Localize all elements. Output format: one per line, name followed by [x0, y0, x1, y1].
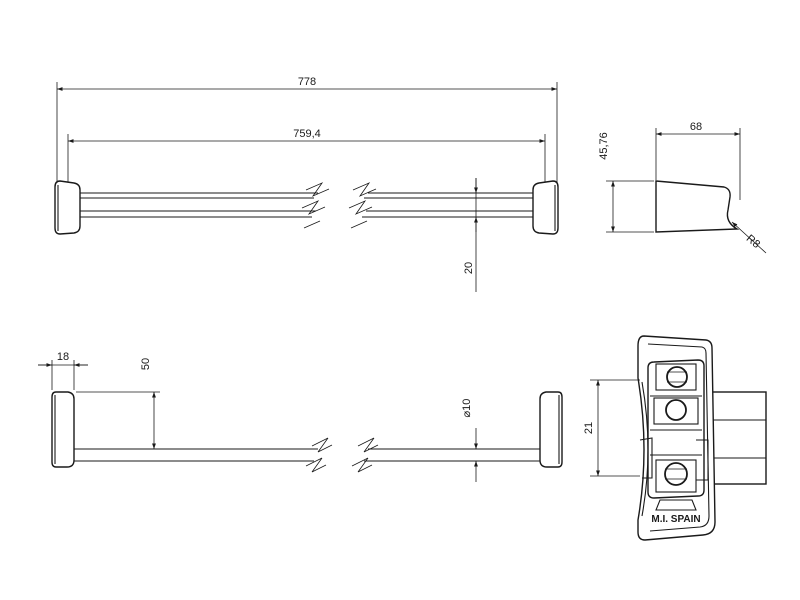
break-marks-bottom [305, 437, 379, 473]
hole-bottom-icon [664, 462, 688, 486]
break-marks-top [301, 182, 377, 229]
front-view: 18 50 ⌀10 [38, 351, 563, 482]
inner-length-label: 759,4 [293, 128, 321, 140]
brand-label: M.I. SPAIN [651, 514, 700, 525]
support-profile: 68 45,76 R8 [598, 121, 767, 254]
diameter-icon: ⌀ [461, 410, 473, 417]
hole-top-icon [666, 366, 688, 388]
svg-text:⌀10: ⌀10 [461, 399, 473, 418]
dimension-support-height: 45,76 [598, 132, 615, 232]
overall-length-label: 778 [298, 76, 316, 88]
dimension-support-width: 68 [656, 121, 740, 136]
dimension-support-depth: 18 [38, 351, 88, 390]
dimension-inner-length: 759,4 [68, 128, 545, 143]
support-width-label: 68 [690, 121, 702, 133]
rail-right-segment [362, 192, 533, 218]
support-depth-label: 18 [57, 351, 69, 363]
clip-height-label: 21 [583, 422, 595, 434]
rod-diameter-label: 10 [461, 399, 473, 411]
dimension-rod-diameter: ⌀10 [461, 399, 478, 482]
dimension-radius: R8 [731, 221, 767, 254]
right-end-cap [532, 180, 559, 235]
clip-detail: M.I. SPAIN 21 [583, 335, 767, 541]
right-bracket [539, 391, 563, 468]
dimension-bar-height: 20 [463, 178, 478, 292]
bar-height-label: 20 [463, 262, 475, 274]
rail-left-segment [80, 192, 318, 218]
left-end-cap [54, 180, 81, 235]
dimension-overall-length: 778 [57, 76, 557, 91]
dimension-clip-height: 21 [583, 379, 640, 477]
support-height-label: 45,76 [598, 132, 610, 160]
left-bracket [51, 391, 75, 468]
offset-label: 50 [140, 358, 152, 370]
rod [74, 448, 540, 462]
top-view: 778 759,4 [54, 76, 559, 292]
clip-insert [639, 359, 709, 511]
mounting-holes [664, 366, 688, 486]
hole-middle-icon [665, 399, 687, 421]
dimension-offset: 50 [76, 358, 160, 449]
